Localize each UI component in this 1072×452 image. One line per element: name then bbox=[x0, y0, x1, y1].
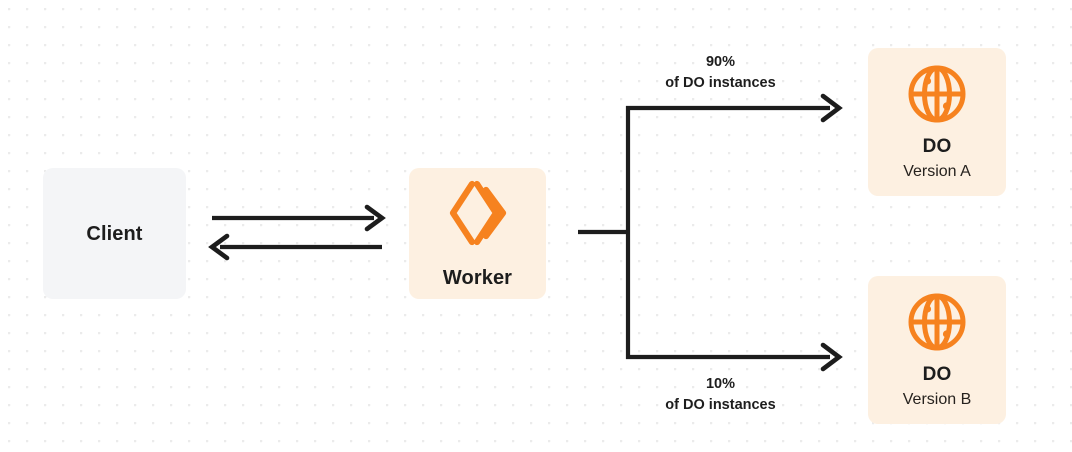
edge-worker-to-do-a bbox=[626, 93, 843, 123]
edge-worker-to-do-b bbox=[626, 342, 843, 372]
node-do-a[interactable]: DO Version A bbox=[868, 48, 1006, 196]
node-client[interactable]: Client bbox=[43, 168, 186, 299]
edge-label-do-b-description: of DO instances bbox=[665, 396, 776, 413]
edge-label-do-a: 90% of DO instances bbox=[630, 52, 811, 93]
edge-label-do-b-percent: 10% bbox=[705, 376, 736, 392]
edge-worker-branch bbox=[578, 106, 631, 359]
edge-label-do-b: 10% of DO instances bbox=[630, 374, 811, 415]
node-do-b-subtitle: Version B bbox=[902, 390, 972, 408]
node-do-b-title: DO bbox=[922, 364, 952, 385]
durable-object-globe-icon bbox=[906, 291, 968, 353]
cloudflare-workers-icon bbox=[447, 178, 509, 248]
node-worker[interactable]: Worker bbox=[409, 168, 546, 299]
edge-label-do-a-description: of DO instances bbox=[665, 74, 776, 91]
durable-object-globe-icon bbox=[906, 63, 968, 125]
edge-worker-to-client bbox=[208, 233, 382, 261]
node-do-a-title: DO bbox=[922, 136, 952, 157]
node-do-a-subtitle: Version A bbox=[903, 162, 971, 180]
edge-client-to-worker bbox=[212, 204, 386, 232]
node-client-title: Client bbox=[86, 222, 143, 245]
node-do-b[interactable]: DO Version B bbox=[868, 276, 1006, 424]
node-worker-title: Worker bbox=[442, 266, 513, 289]
edge-label-do-a-percent: 90% bbox=[705, 54, 736, 70]
